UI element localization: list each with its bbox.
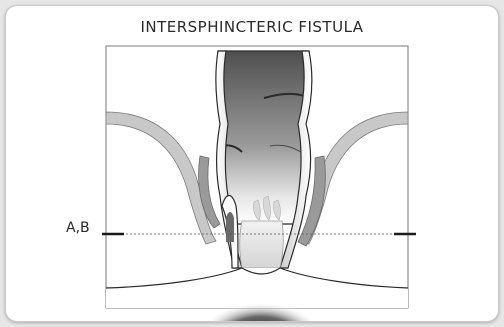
diagram-card: INTERSPHINCTERIC FISTULA [5, 5, 499, 322]
fistula-lumen [226, 212, 234, 242]
anal-canal [240, 221, 284, 268]
level-label: A,B [66, 220, 90, 236]
anatomy-illustration [6, 6, 498, 321]
